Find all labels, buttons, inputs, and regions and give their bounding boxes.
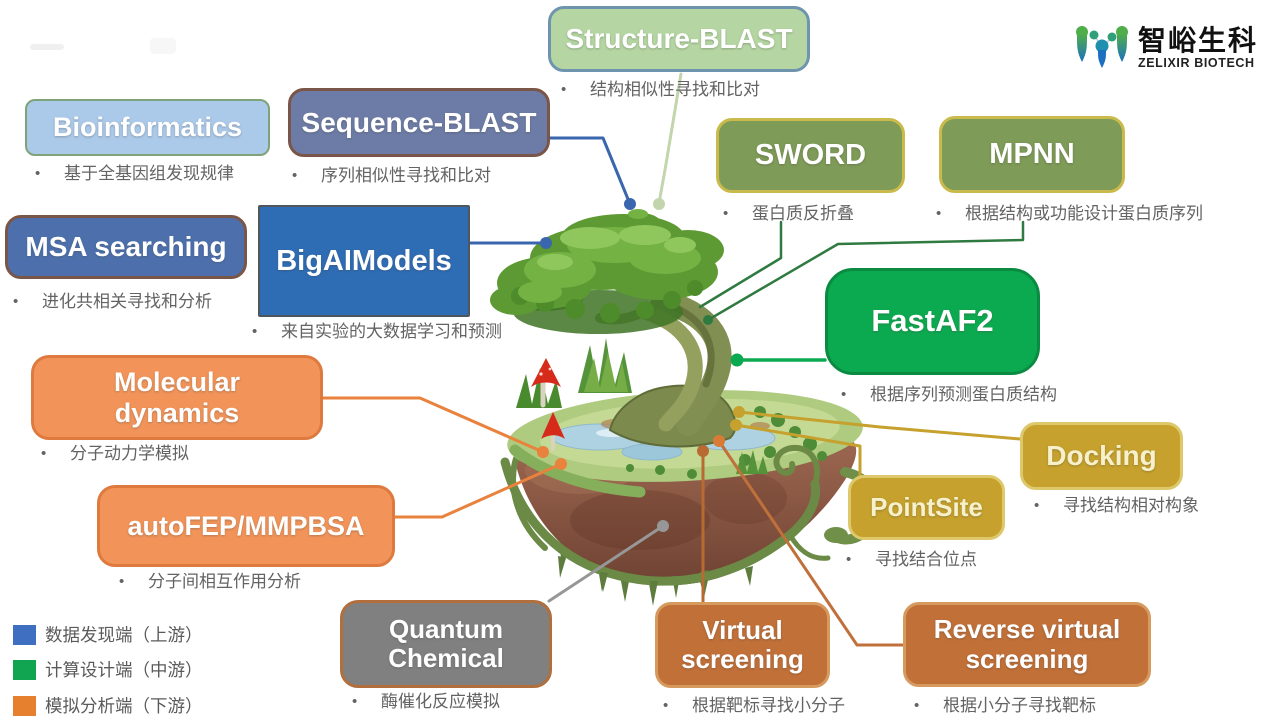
caption-quantum-chemical: • 酶催化反应模拟	[352, 692, 500, 712]
faint-artifacts	[30, 38, 176, 54]
node-sword: SWORD	[716, 118, 905, 193]
bullet: •	[41, 445, 47, 462]
caption-structure-blast-text: 结构相似性寻找和比对	[590, 80, 760, 99]
legend-swatch-downstream	[13, 695, 36, 716]
caption-virtual-screening: • 根据靶标寻找小分子	[663, 696, 845, 716]
caption-reverse-virtual-screening-text: 根据小分子寻找靶标	[943, 696, 1096, 715]
caption-mpnn: • 根据结构或功能设计蛋白质序列	[936, 204, 1203, 224]
node-molecular-dynamics-label: Molecular dynamics	[113, 367, 241, 428]
caption-fastaf2-text: 根据序列预测蛋白质结构	[870, 385, 1057, 404]
bullet: •	[35, 165, 41, 182]
caption-msa-searching: • 进化共相关寻找和分析	[13, 292, 212, 312]
caption-pointsite-text: 寻找结合位点	[875, 550, 977, 569]
caption-autofep-mmpbsa: • 分子间相互作用分析	[119, 572, 301, 592]
caption-sequence-blast: • 序列相似性寻找和比对	[292, 166, 491, 186]
bullet: •	[119, 573, 125, 590]
node-mpnn-label: MPNN	[989, 138, 1075, 171]
bullet: •	[352, 693, 358, 710]
caption-reverse-virtual-screening: • 根据小分子寻找靶标	[914, 696, 1096, 716]
bullet: •	[292, 167, 298, 184]
caption-sword: • 蛋白质反折叠	[723, 204, 854, 224]
bullet: •	[561, 81, 567, 98]
caption-docking-text: 寻找结构相对构象	[1063, 496, 1199, 515]
caption-sequence-blast-text: 序列相似性寻找和比对	[321, 166, 491, 185]
node-msa-searching-label: MSA searching	[25, 231, 227, 263]
node-docking-label: Docking	[1046, 440, 1157, 472]
caption-docking: • 寻找结构相对构象	[1034, 496, 1199, 516]
node-reverse-virtual-screening-label: Reverse virtual screening	[933, 614, 1121, 674]
node-virtual-screening-label: Virtual screening	[681, 614, 804, 674]
node-autofep-mmpbsa: autoFEP/MMPBSA	[97, 485, 395, 567]
node-big-ai-models-label: BigAIModels	[276, 244, 452, 277]
bullet: •	[1034, 497, 1040, 514]
tree-island-illustration	[490, 209, 881, 606]
bullet: •	[846, 551, 852, 568]
node-fastaf2: FastAF2	[825, 268, 1040, 375]
node-bioinformatics: Bioinformatics	[25, 99, 270, 156]
caption-molecular-dynamics: • 分子动力学模拟	[41, 444, 189, 464]
bullet: •	[914, 697, 920, 714]
caption-pointsite: • 寻找结合位点	[846, 550, 977, 570]
node-structure-blast: Structure-BLAST	[548, 6, 810, 72]
brand-name-en: ZELIXIR BIOTECH	[1138, 55, 1255, 70]
node-autofep-mmpbsa-label: autoFEP/MMPBSA	[127, 510, 365, 541]
node-sequence-blast: Sequence-BLAST	[288, 88, 550, 157]
caption-sword-text: 蛋白质反折叠	[752, 204, 854, 223]
legend-label-midstream: 计算设计端（中游）	[45, 660, 203, 680]
caption-bioinformatics-text: 基于全基因组发现规律	[64, 164, 234, 183]
node-pointsite: PointSite	[848, 475, 1005, 540]
brand-text: 智峪生科 ZELIXIR BIOTECH	[1138, 24, 1259, 71]
node-sequence-blast-label: Sequence-BLAST	[301, 106, 537, 138]
node-molecular-dynamics: Molecular dynamics	[31, 355, 323, 440]
bullet: •	[663, 697, 669, 714]
caption-big-ai-models: • 来自实验的大数据学习和预测	[252, 322, 502, 342]
node-fastaf2-label: FastAF2	[871, 303, 994, 339]
node-docking: Docking	[1020, 422, 1183, 490]
molecule-logo-icon	[1076, 26, 1128, 68]
caption-bioinformatics: • 基于全基因组发现规律	[35, 164, 234, 184]
node-msa-searching: MSA searching	[5, 215, 247, 279]
caption-molecular-dynamics-text: 分子动力学模拟	[70, 444, 189, 463]
brand-logo: 智峪生科 ZELIXIR BIOTECH	[1072, 20, 1258, 76]
caption-msa-searching-text: 进化共相关寻找和分析	[42, 292, 212, 311]
node-virtual-screening: Virtual screening	[655, 602, 830, 688]
caption-fastaf2: • 根据序列预测蛋白质结构	[841, 385, 1057, 405]
legend-item-downstream: 模拟分析端（下游）	[13, 693, 203, 718]
caption-autofep-mmpbsa-text: 分子间相互作用分析	[148, 572, 301, 591]
node-quantum-chemical-label: Quantum Chemical	[388, 613, 504, 673]
node-sword-label: SWORD	[754, 139, 867, 172]
caption-quantum-chemical-text: 酶催化反应模拟	[381, 692, 500, 711]
bullet: •	[841, 386, 847, 403]
bullet: •	[723, 205, 729, 222]
legend-item-midstream: 计算设计端（中游）	[13, 657, 203, 682]
legend-swatch-upstream	[13, 624, 36, 645]
caption-structure-blast: • 结构相似性寻找和比对	[561, 80, 760, 100]
caption-mpnn-text: 根据结构或功能设计蛋白质序列	[965, 204, 1203, 223]
node-bioinformatics-label: Bioinformatics	[52, 112, 243, 143]
node-structure-blast-label: Structure-BLAST	[565, 23, 793, 55]
node-mpnn: MPNN	[939, 116, 1125, 193]
node-quantum-chemical: Quantum Chemical	[340, 600, 552, 688]
legend-item-upstream: 数据发现端（上游）	[13, 622, 203, 647]
node-big-ai-models: BigAIModels	[258, 205, 470, 317]
legend-label-upstream: 数据发现端（上游）	[45, 625, 203, 645]
bullet: •	[252, 323, 258, 340]
node-pointsite-label: PointSite	[870, 491, 983, 522]
connector-lines	[321, 72, 1025, 647]
bullet: •	[936, 205, 942, 222]
caption-virtual-screening-text: 根据靶标寻找小分子	[692, 696, 845, 715]
connector-dots	[537, 198, 745, 532]
node-reverse-virtual-screening: Reverse virtual screening	[903, 602, 1151, 687]
bullet: •	[13, 293, 19, 310]
legend-swatch-midstream	[13, 659, 36, 680]
legend-label-downstream: 模拟分析端（下游）	[45, 696, 203, 716]
brand-name-cn: 智峪生科	[1138, 24, 1259, 56]
caption-big-ai-models-text: 来自实验的大数据学习和预测	[281, 322, 502, 341]
